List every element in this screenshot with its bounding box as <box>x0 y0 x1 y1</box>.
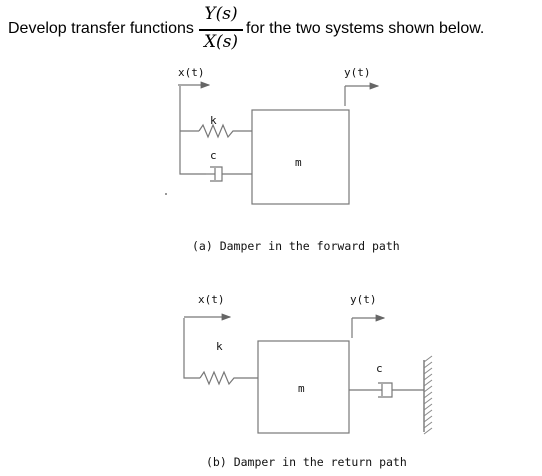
damper-label-b: c <box>376 362 383 375</box>
mass-block-b <box>257 340 350 434</box>
caption-a: (a) Damper in the forward path <box>192 239 400 253</box>
input-label-b: x(t) <box>198 293 225 306</box>
mass-label-b: m <box>298 382 305 395</box>
damper-c-b <box>349 382 424 398</box>
input-frame-b <box>183 318 200 379</box>
damper-label-a: c <box>210 149 217 162</box>
fraction-bar <box>199 29 243 31</box>
diagram-b: x(t) y(t) k m c <box>183 293 433 469</box>
input-frame-a <box>179 86 206 175</box>
damper-c-a <box>206 166 252 182</box>
spring-k-b <box>199 370 258 386</box>
statement-text-before: Develop transfer functions <box>8 20 194 37</box>
input-label-a: x(t) <box>178 66 205 79</box>
spring-label-b: k <box>216 340 223 353</box>
statement-text-after: for the two systems shown below. <box>246 20 485 37</box>
problem-statement: Develop transfer functions Y(s) X(s) for… <box>0 0 542 60</box>
stray-dot <box>165 193 167 195</box>
ground-wall <box>423 355 433 435</box>
fraction-denominator: X(s) <box>203 32 239 52</box>
mass-label-a: m <box>295 156 302 169</box>
mass-block-a <box>251 109 350 205</box>
spring-k-a <box>198 123 252 139</box>
spring-label-a: k <box>210 114 217 127</box>
fraction-numerator: Y(s) <box>204 4 238 24</box>
transfer-function-fraction: Y(s) X(s) <box>199 2 243 56</box>
diagram-a: x(t) y(t) k c m (a) Damper in the forwar… <box>178 66 400 253</box>
output-label-b: y(t) <box>350 293 377 306</box>
caption-b: (b) Damper in the return path <box>206 455 407 469</box>
output-label-a: y(t) <box>344 66 371 79</box>
